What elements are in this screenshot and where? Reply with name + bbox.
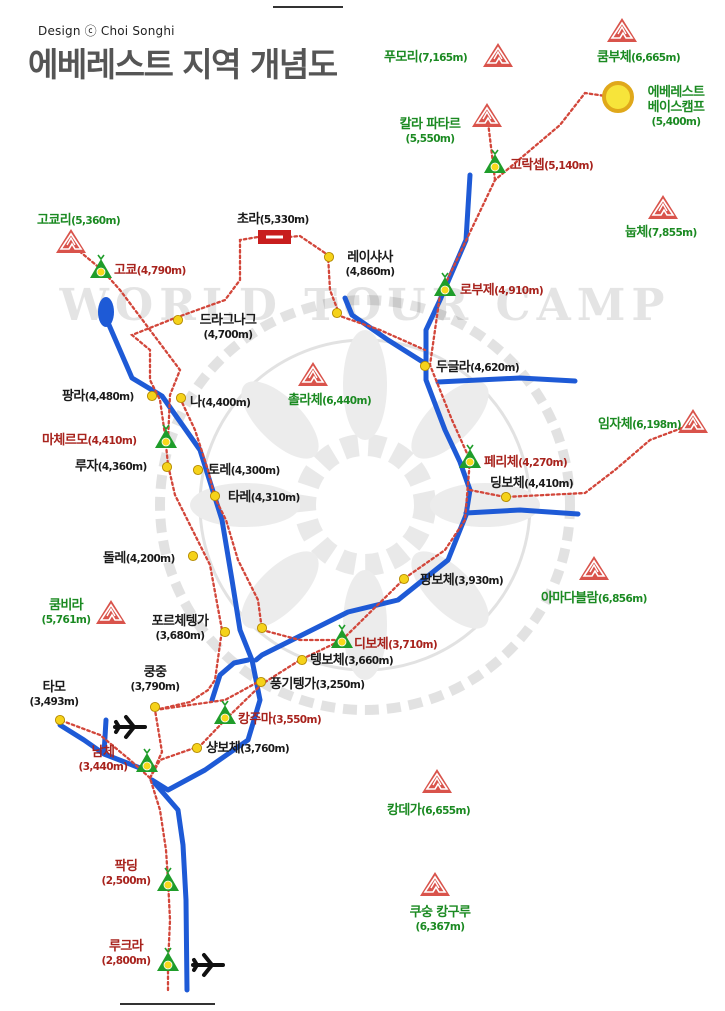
label-khumjung: 캉주마(3,550m) [238, 712, 322, 727]
label-syangboche: 샹보체(3,760m) [206, 741, 290, 756]
airplane-icon-lukla [191, 953, 225, 977]
trail-network [58, 91, 692, 992]
camp-pheriche-icon [458, 444, 482, 469]
label-thamo: 타모(3,493m) [29, 680, 80, 708]
village-kunjung-dot [149, 701, 161, 713]
peak-pumori-icon [482, 42, 514, 68]
airplane-icon-namche [113, 715, 147, 739]
label-na: 나(4,400m) [190, 395, 251, 410]
village-na-dot [175, 392, 187, 404]
label-dole: 돌레(4,200m) [103, 551, 175, 566]
label-namche: 남체(3,440m) [78, 745, 129, 773]
label-lhasasa: 레이샤사(4,860m) [345, 250, 396, 278]
village-dragnag-dot [172, 314, 184, 326]
village-luza-dot [161, 461, 173, 473]
village-thamo-dot [54, 714, 66, 726]
frame-tick-top [273, 6, 343, 8]
village-phangra-dot [146, 390, 158, 402]
camp-gokyo-icon [89, 254, 113, 279]
camp-gorakshep-icon [483, 149, 507, 174]
village-tare-dot [209, 490, 221, 502]
label-tore: 토레(4,300m) [208, 463, 280, 478]
gokyo-lake [98, 297, 114, 327]
peak-cholatse-icon [297, 361, 329, 387]
village-syangboche-dot [191, 742, 203, 754]
label-pumori: 푸모리(7,165m) [384, 50, 468, 65]
label-phungki: 풍기텡가(3,250m) [270, 677, 365, 692]
label-dughla: 두글라(4,620m) [436, 360, 520, 375]
label-lukla: 루크라(2,800m) [101, 939, 152, 967]
village-dole-dot [187, 550, 199, 562]
peak-kangtega-icon [421, 768, 453, 794]
camp-namche-icon [135, 748, 159, 773]
peak-nuptse-icon [647, 194, 679, 220]
village-lhasasa-dot [323, 251, 335, 263]
label-kunjung: 쿵중(3,790m) [130, 665, 181, 693]
label-pangboche: 팡보체(3,930m) [420, 573, 504, 588]
label-dingboche: 딩보체(4,410m) [490, 476, 574, 491]
peak-kusumkanguru-icon [419, 871, 451, 897]
label-gorakshep: 고락셉(5,140m) [510, 158, 594, 173]
village-pangboche-dot [398, 573, 410, 585]
label-pheriche: 페리체(4,270m) [484, 455, 568, 470]
village-dingboche-dot [500, 491, 512, 503]
village-lhasasa2-dot [331, 307, 343, 319]
peak-imjatse-icon [677, 408, 709, 434]
peak-kumbila-icon [95, 599, 127, 625]
page-title: 에베레스트 지역 개념도 [28, 45, 338, 84]
village-dughla-dot [419, 360, 431, 372]
camp-phakding-icon [156, 867, 180, 892]
label-lobuche: 로부제(4,910m) [460, 283, 544, 298]
peak-amadablam-icon [578, 555, 610, 581]
label-machermo: 마체르모(4,410m) [42, 433, 137, 448]
village-phungki-dot [255, 676, 267, 688]
label-amadablam: 아마다블람(6,856m) [541, 591, 647, 606]
label-tengboche: 텡보체(3,660m) [310, 653, 394, 668]
label-cholatse: 촐라체(6,440m) [288, 393, 372, 408]
label-kumbila: 쿰비라(5,761m) [41, 598, 92, 626]
village-tore-dot [192, 464, 204, 476]
label-imjatse: 임자체(6,198m) [598, 417, 682, 432]
village-tengboche2-dot [296, 654, 308, 666]
label-luza: 루자(4,360m) [75, 459, 147, 474]
peak-kalapatthar-icon [471, 102, 503, 128]
label-dragnag: 드라그나그(4,700m) [199, 313, 257, 341]
credit-text: Design ⓒ Choi Songhi [38, 24, 175, 38]
camp-lukla-icon [156, 947, 180, 972]
label-phortse: 포르체텡가(3,680m) [151, 614, 209, 642]
label-kangtega: 캉데가(6,655m) [387, 803, 471, 818]
label-kumbutse: 쿰부체(6,665m) [597, 50, 681, 65]
label-gokyo: 고쿄(4,790m) [114, 263, 186, 278]
peak-kumbutse-icon [606, 17, 638, 43]
label-chola: 초라(5,330m) [237, 212, 309, 227]
label-kalapatthar: 칼라 파타르(5,550m) [399, 117, 461, 145]
basecamp-sun-icon [602, 81, 634, 113]
label-phakding: 팍딩(2,500m) [101, 859, 152, 887]
label-kusumkanguru: 쿠숭 캉구루(6,367m) [409, 905, 471, 933]
label-gokyori: 고쿄리(5,360m) [37, 213, 121, 228]
label-nuptse: 눕체(7,855m) [625, 225, 697, 240]
village-tengboche-dot [256, 622, 268, 634]
label-tare: 타레(4,310m) [228, 490, 300, 505]
label-phangra: 팡라(4,480m) [62, 389, 134, 404]
frame-tick-bottom [120, 1003, 215, 1005]
peak-gokyori-icon [55, 228, 87, 254]
label-debuche: 디보체(3,710m) [354, 637, 438, 652]
